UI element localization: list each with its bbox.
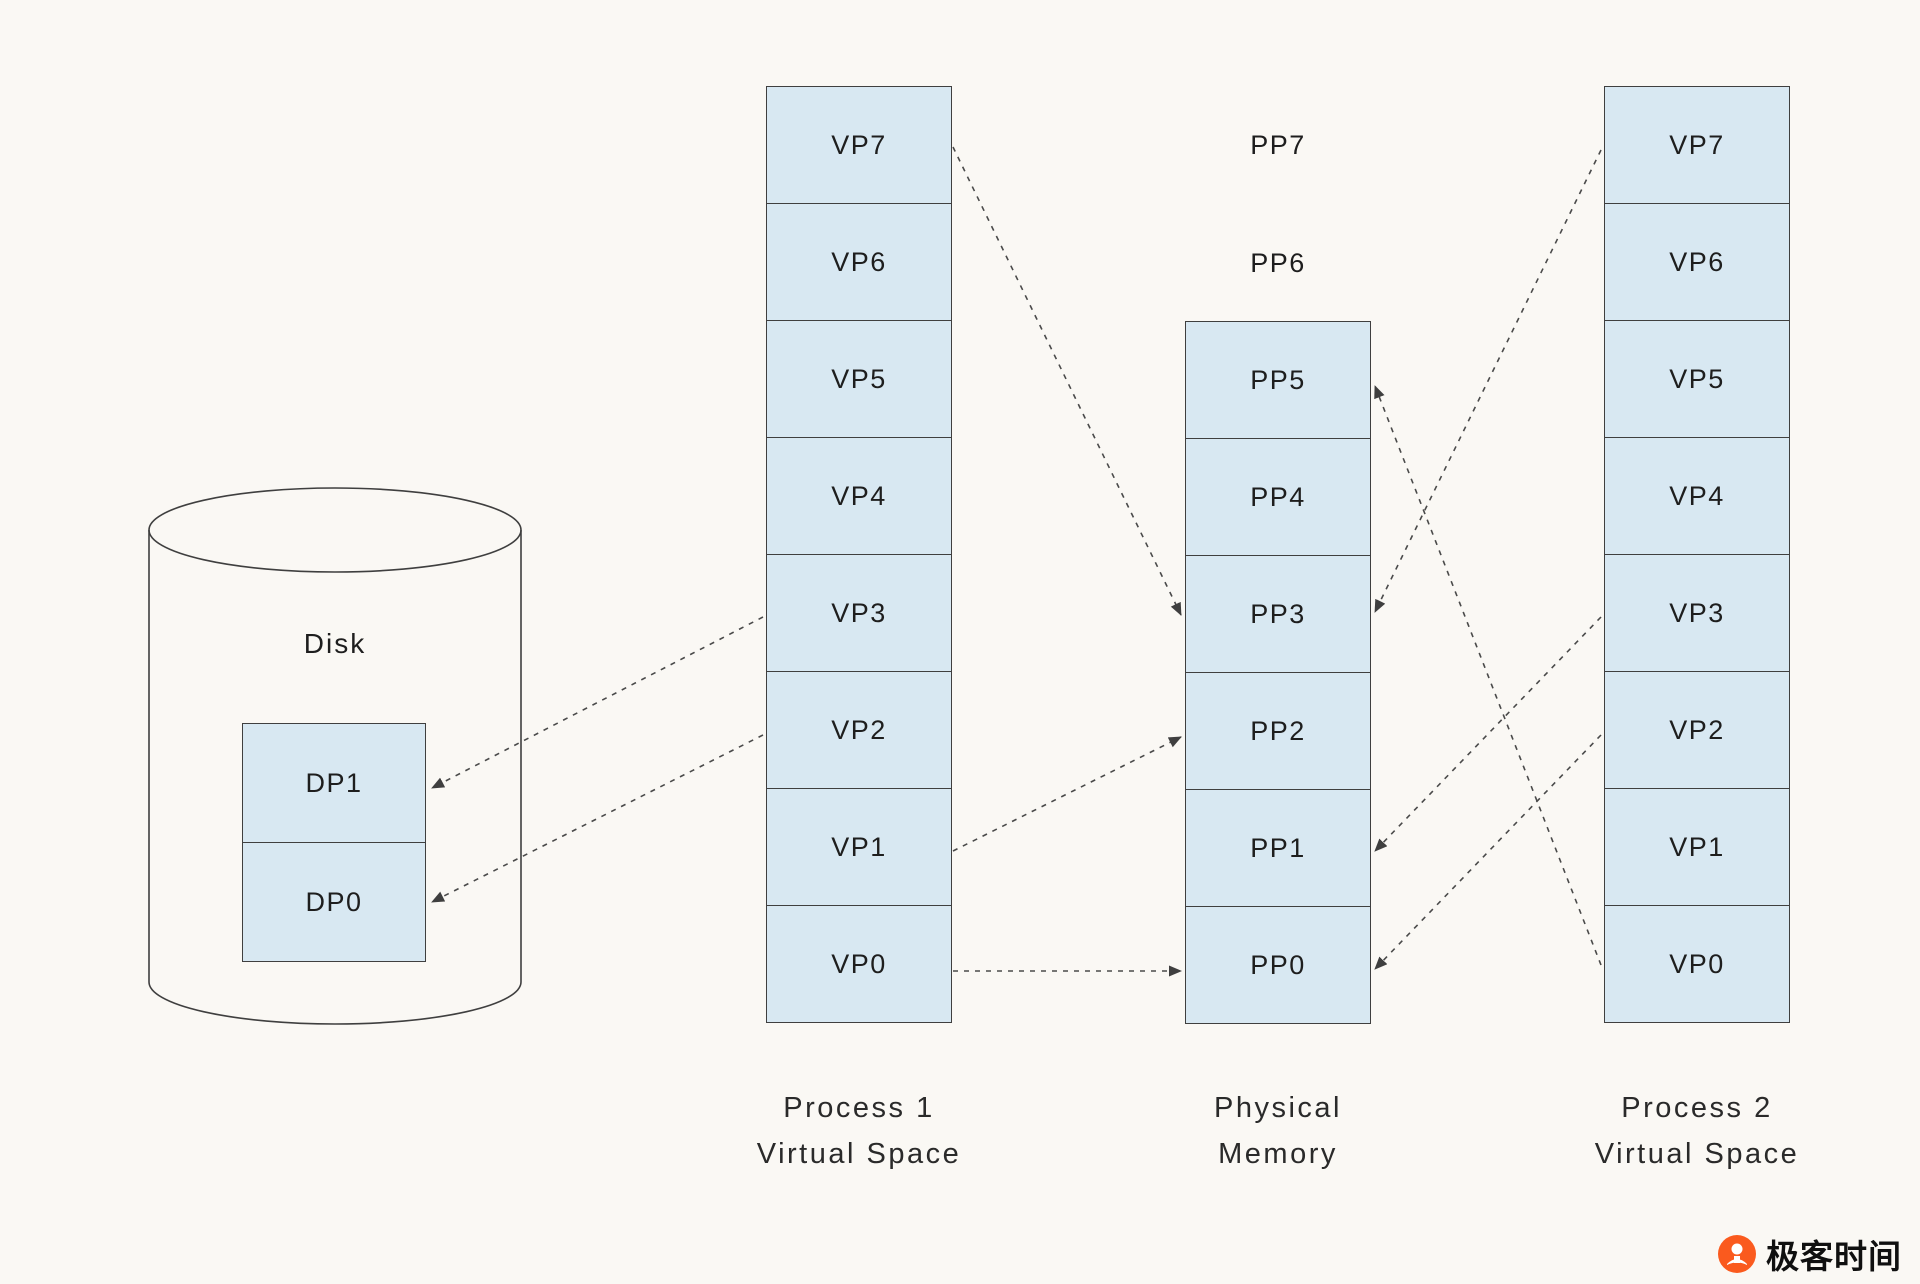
process1-caption: Process 1 Virtual Space bbox=[679, 1085, 1039, 1177]
p2-cell-vp7: VP7 bbox=[1604, 86, 1790, 204]
pm-cell-pp1: PP1 bbox=[1185, 789, 1371, 907]
p2-cell-vp1: VP1 bbox=[1604, 788, 1790, 906]
p2-cell-vp3: VP3 bbox=[1604, 554, 1790, 672]
arrow-p1vp3-to-dp1 bbox=[431, 616, 764, 789]
arrow-p1vp1-to-pp2 bbox=[952, 736, 1182, 852]
p1-cell-vp7: VP7 bbox=[766, 86, 952, 204]
p1-cell-vp3: VP3 bbox=[766, 554, 952, 672]
physical-caption-line2: Memory bbox=[1218, 1138, 1338, 1170]
p1-cell-vp1: VP1 bbox=[766, 788, 952, 906]
disk-cylinder bbox=[148, 487, 522, 1025]
disk-label: Disk bbox=[303, 628, 367, 659]
physical-caption-line1: Physical bbox=[1214, 1092, 1342, 1124]
process1-column: VP7 VP6 VP5 VP4 VP3 VP2 VP1 VP0 bbox=[766, 86, 952, 1023]
p2-cell-vp0: VP0 bbox=[1604, 905, 1790, 1023]
pm-cell-pp0: PP0 bbox=[1185, 906, 1371, 1024]
arrow-p2vp2-to-pp0 bbox=[1374, 734, 1602, 970]
geektime-logo: 极客时间 bbox=[1717, 1230, 1902, 1278]
process2-caption-line2: Virtual Space bbox=[1594, 1138, 1800, 1170]
p1-cell-vp4: VP4 bbox=[766, 437, 952, 555]
arrow-p2vp3-to-pp1 bbox=[1374, 616, 1602, 852]
p1-cell-vp0: VP0 bbox=[766, 905, 952, 1023]
arrow-p1vp7-to-pp3 bbox=[952, 146, 1182, 616]
process2-caption-line1: Process 2 bbox=[1621, 1092, 1773, 1124]
process1-caption-line2: Virtual Space bbox=[756, 1138, 962, 1170]
geektime-logo-text: 极客时间 bbox=[1766, 1238, 1902, 1275]
p1-cell-vp5: VP5 bbox=[766, 320, 952, 438]
arrow-p2vp0-to-pp5 bbox=[1374, 385, 1602, 966]
arrow-p1vp2-to-dp0 bbox=[431, 734, 764, 903]
physical-memory-caption: Physical Memory bbox=[1098, 1085, 1458, 1177]
pm-cell-pp3: PP3 bbox=[1185, 555, 1371, 673]
arrow-p2vp7-to-pp3 bbox=[1374, 149, 1602, 613]
disk-page-dp0: DP0 bbox=[242, 842, 426, 962]
p2-cell-vp6: VP6 bbox=[1604, 203, 1790, 321]
geektime-logo-icon bbox=[1718, 1235, 1756, 1273]
process2-caption: Process 2 Virtual Space bbox=[1517, 1085, 1877, 1177]
process2-column: VP7 VP6 VP5 VP4 VP3 VP2 VP1 VP0 bbox=[1604, 86, 1790, 1023]
p2-cell-vp5: VP5 bbox=[1604, 320, 1790, 438]
pp6-label: PP6 bbox=[1250, 247, 1306, 278]
pp7-label: PP7 bbox=[1250, 129, 1306, 160]
pm-cell-pp4: PP4 bbox=[1185, 438, 1371, 556]
p2-cell-vp4: VP4 bbox=[1604, 437, 1790, 555]
pm-cell-pp2: PP2 bbox=[1185, 672, 1371, 790]
p1-cell-vp2: VP2 bbox=[766, 671, 952, 789]
p1-cell-vp6: VP6 bbox=[766, 203, 952, 321]
physical-memory-column: PP7 PP6 PP5 PP4 PP3 PP2 PP1 PP0 bbox=[1185, 86, 1371, 1024]
disk-page-dp1: DP1 bbox=[242, 723, 426, 843]
process1-caption-line1: Process 1 bbox=[783, 1092, 935, 1124]
p2-cell-vp2: VP2 bbox=[1604, 671, 1790, 789]
pm-cell-pp5: PP5 bbox=[1185, 321, 1371, 439]
